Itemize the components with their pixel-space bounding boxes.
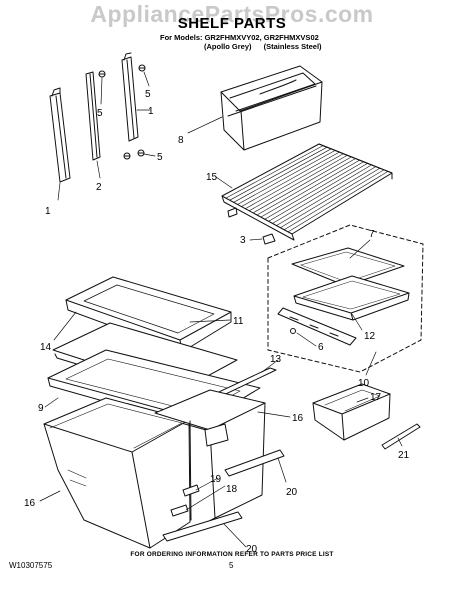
callout-16-right: 16 — [292, 413, 304, 424]
page-title: SHELF PARTS — [177, 15, 287, 32]
part-shelf-frame — [293, 275, 410, 321]
part-trim-strip — [381, 423, 421, 450]
part-bracket — [277, 307, 357, 346]
watermark: AppliancePartsPros.com — [90, 1, 374, 27]
callout-18: 18 — [226, 484, 238, 495]
callout-20-lower: 20 — [246, 544, 258, 555]
callout-3: 3 — [240, 235, 246, 246]
callout-21: 21 — [398, 450, 410, 461]
callout-19: 19 — [210, 474, 222, 485]
callout-5-a: 5 — [97, 108, 103, 119]
models-line: For Models: GR2FHMXVY02, GR2FHMXVS02 — [160, 33, 319, 42]
part-rail-middle — [85, 71, 101, 161]
callout-labels: 1 1 2 3 5 5 5 6 7 8 9 10 11 12 13 14 15 … — [24, 89, 410, 555]
ordering-note: FOR ORDERING INFORMATION REFER TO PARTS … — [130, 551, 334, 558]
part-rod-upper — [224, 449, 285, 477]
callout-14: 14 — [40, 342, 52, 353]
callout-1-right: 1 — [148, 106, 154, 117]
callout-2: 2 — [96, 182, 102, 193]
part-crisper-drawer-left — [43, 397, 191, 549]
callout-9: 9 — [38, 403, 44, 414]
callout-8: 8 — [178, 135, 184, 146]
part-rail-right — [121, 52, 139, 142]
callout-15: 15 — [206, 172, 218, 183]
callout-11: 11 — [233, 316, 244, 327]
callout-13: 13 — [270, 354, 282, 365]
leader-lines — [39, 71, 403, 548]
callout-20-upper: 20 — [286, 487, 298, 498]
model-variants: (Apollo Grey) (Stainless Steel) — [204, 42, 322, 51]
callout-10: 10 — [358, 378, 370, 389]
part-rod-clips — [170, 484, 200, 517]
part-rod-lower — [162, 511, 243, 542]
part-shelf-clips — [227, 207, 276, 245]
callout-1-left: 1 — [45, 206, 51, 217]
callout-17: 17 — [370, 392, 382, 403]
variant-grey: (Apollo Grey) — [204, 42, 252, 51]
callout-16-left: 16 — [24, 498, 36, 509]
part-small-drawer — [312, 383, 391, 441]
callout-12: 12 — [364, 331, 376, 342]
screw-group — [98, 64, 146, 160]
part-rail-left — [49, 87, 71, 183]
page-number: 5 — [229, 561, 234, 570]
part-door-bin — [220, 65, 323, 151]
part-glass-insert — [291, 247, 405, 287]
callout-6: 6 — [318, 342, 324, 353]
callout-5-c: 5 — [157, 152, 163, 163]
callout-5-b: 5 — [145, 89, 151, 100]
callout-7: 7 — [369, 229, 375, 240]
part-crisper-drawer-right — [154, 389, 266, 531]
document-number: W10307575 — [9, 561, 53, 570]
assembly-box-10 — [267, 224, 424, 373]
variant-stainless: (Stainless Steel) — [263, 42, 322, 51]
part-wire-shelf — [221, 143, 393, 241]
